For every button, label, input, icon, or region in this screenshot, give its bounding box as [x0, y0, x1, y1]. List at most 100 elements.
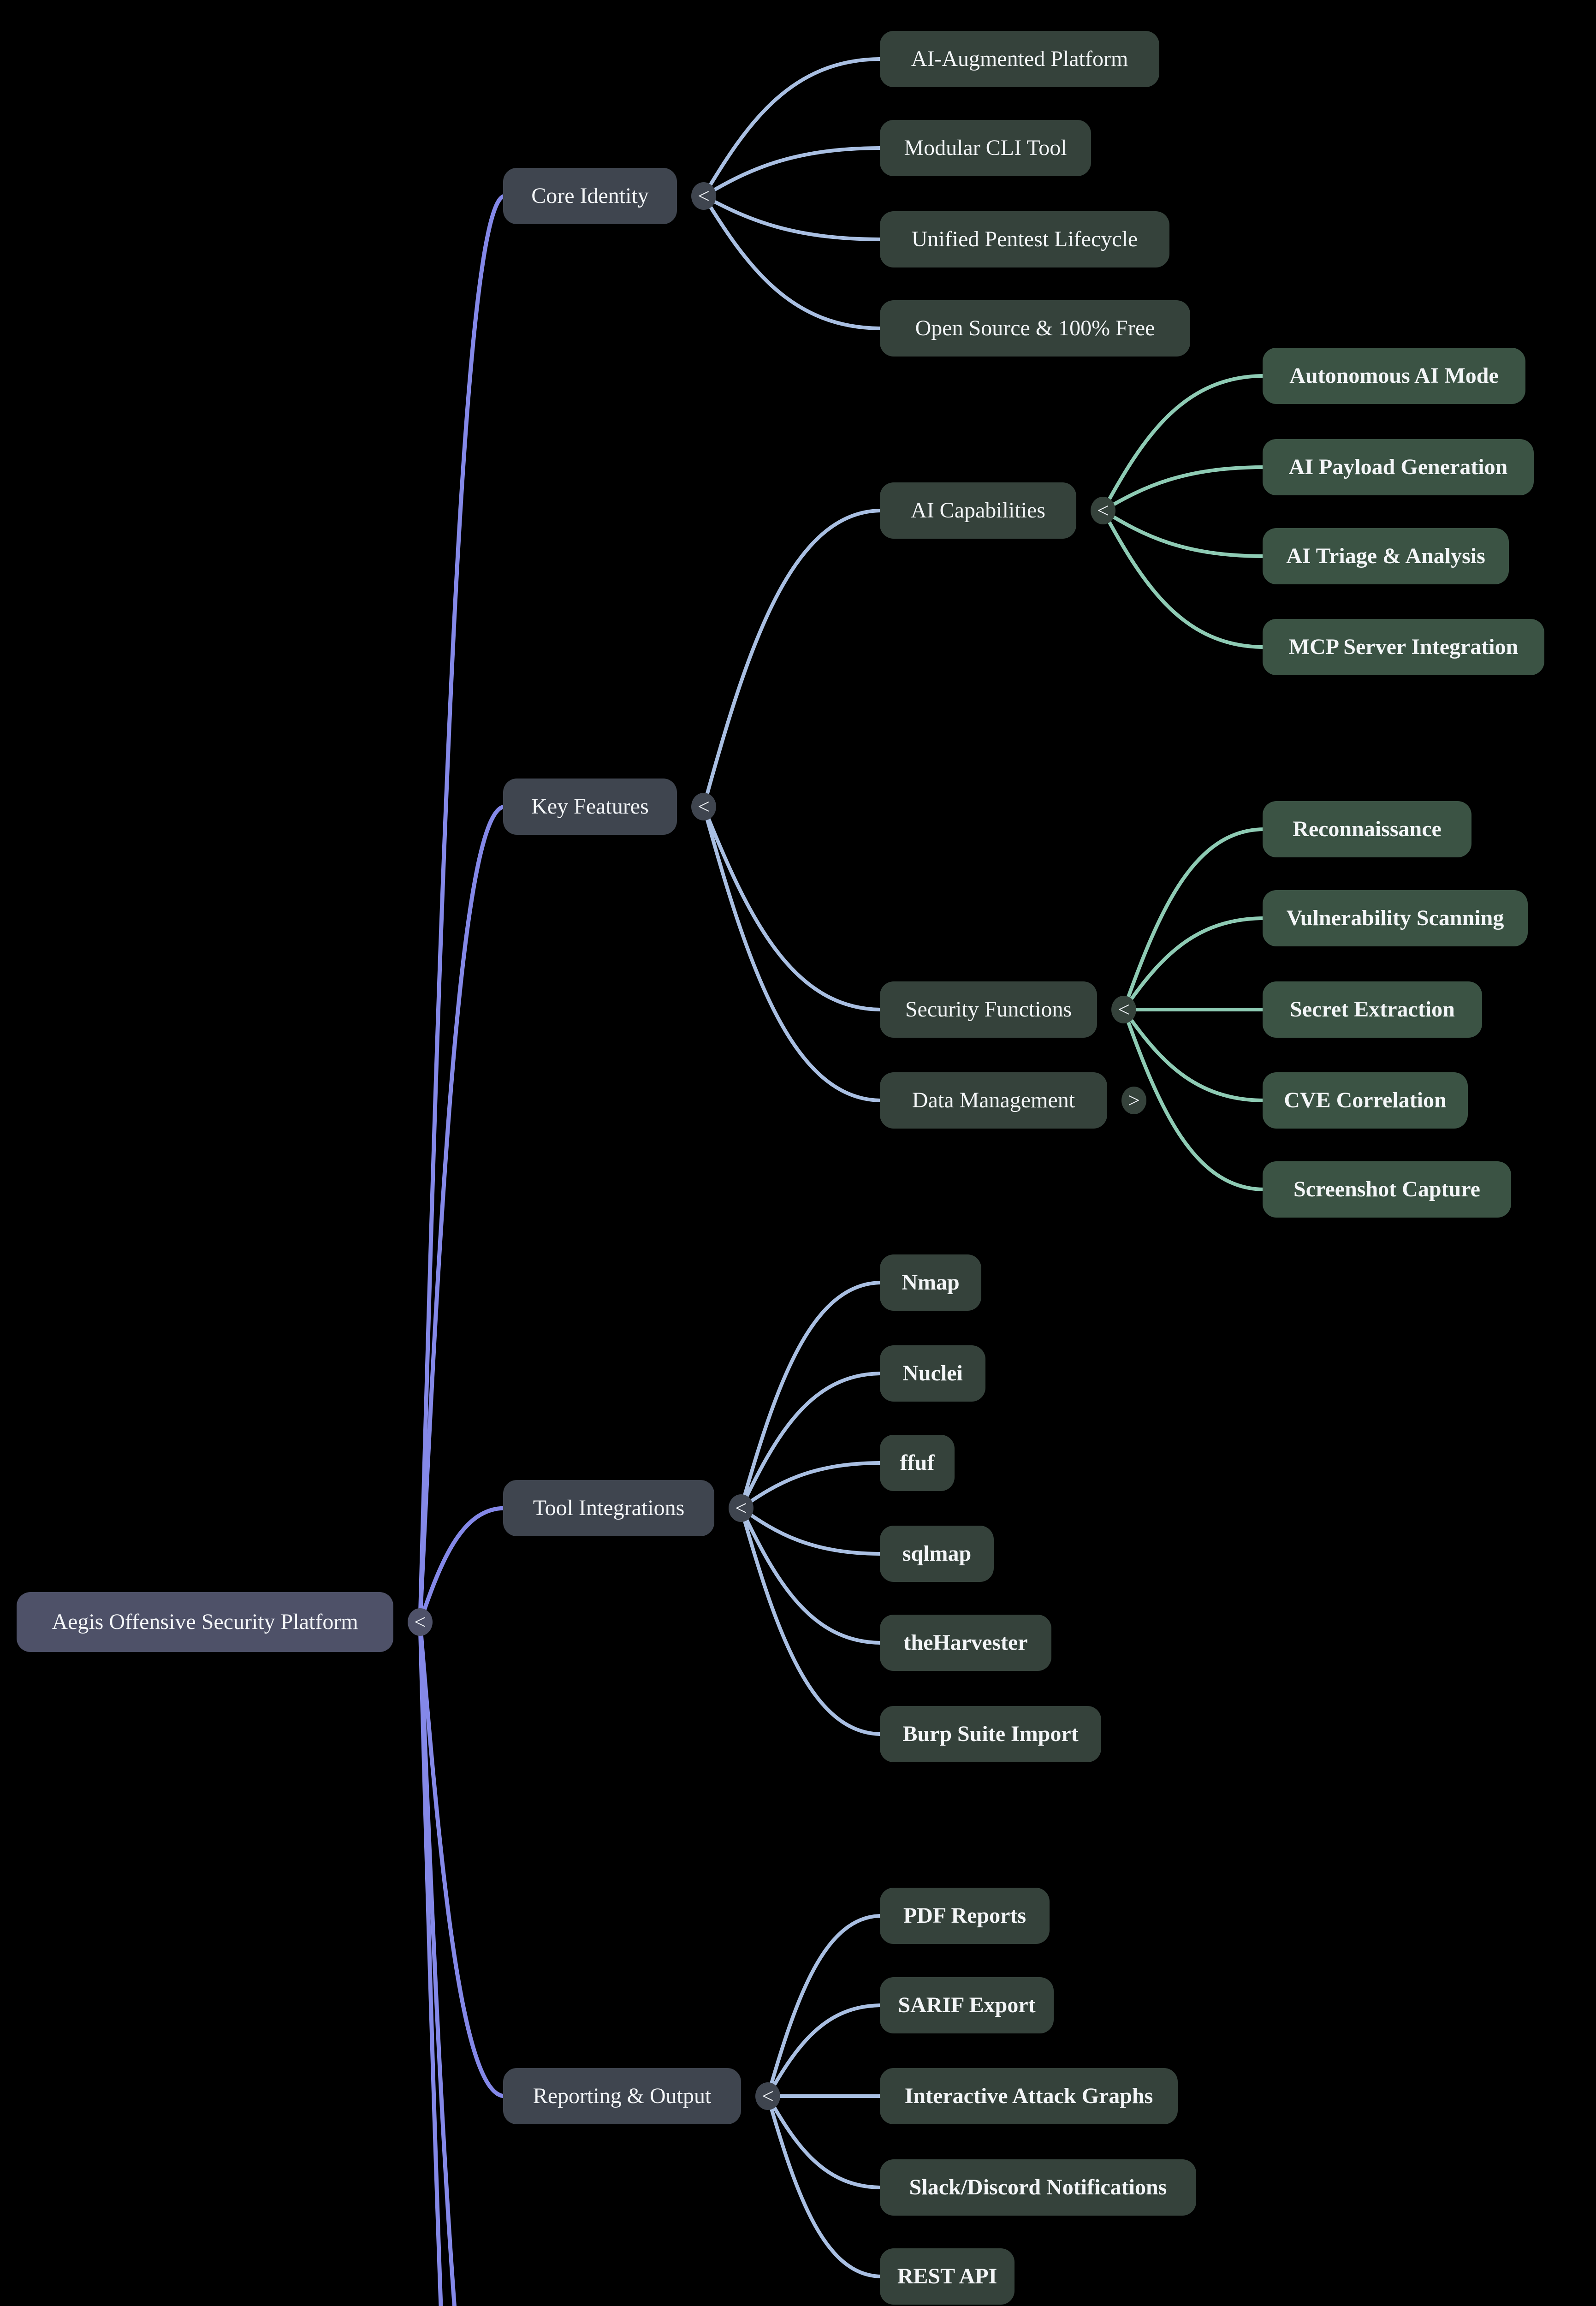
mindmap-node-open_source_free[interactable]: Open Source & 100% Free [880, 300, 1190, 357]
mindmap-link-reporting_output-to-sarif_export [766, 2003, 884, 2098]
collapse-toggle-icon[interactable]: < [755, 2082, 780, 2110]
mindmap-link-root-to-tool_integrations [418, 1506, 507, 1624]
mindmap-link-ai_capabilities-to-mcp_server_integration [1101, 509, 1266, 649]
mindmap-node-label: SARIF Export [898, 1993, 1036, 2017]
mindmap-node-label: Slack/Discord Notifications [909, 2175, 1167, 2199]
mindmap-node-secret_extraction[interactable]: Secret Extraction [1263, 981, 1482, 1038]
mindmap-node-label: PDF Reports [903, 1903, 1026, 1928]
collapse-toggle-icon[interactable]: < [1111, 996, 1136, 1023]
toggle-glyph: < [698, 184, 710, 208]
mindmap-node-reconnaissance[interactable]: Reconnaissance [1263, 801, 1471, 857]
mindmap-link-root-to-core_identity [418, 194, 507, 1624]
toggle-glyph: < [1097, 499, 1109, 522]
mindmap-node-interactive_attack_graphs[interactable]: Interactive Attack Graphs [880, 2068, 1178, 2124]
toggle-glyph: > [1128, 1088, 1140, 1112]
mindmap-node-ai_payload_generation[interactable]: AI Payload Generation [1263, 439, 1534, 495]
toggle-glyph: < [698, 795, 710, 818]
mindmap-node-theharvester[interactable]: theHarvester [880, 1615, 1051, 1671]
mindmap-node-label: MCP Server Integration [1288, 635, 1519, 659]
mindmap-link-tool_integrations-to-theharvester [739, 1506, 884, 1645]
mindmap-node-data_management[interactable]: Data Management [880, 1072, 1107, 1129]
mindmap-node-label: AI-Augmented Platform [911, 47, 1128, 71]
mindmap-node-label: Burp Suite Import [902, 1722, 1079, 1746]
mindmap-node-label: Secret Extraction [1290, 997, 1455, 1022]
collapse-toggle-icon[interactable]: < [1091, 497, 1115, 524]
mindmap-link-key_features-to-data_management [702, 805, 884, 1102]
mindmap-node-key_features[interactable]: Key Features [503, 779, 677, 835]
mindmap-link-security_functions-to-screenshot_capture [1122, 1008, 1266, 1191]
collapse-toggle-icon[interactable]: < [691, 182, 716, 210]
mindmap-node-label: Core Identity [531, 184, 649, 208]
mindmap-node-label: theHarvester [903, 1630, 1028, 1655]
mindmap-link-tool_integrations-to-ffuf [739, 1461, 884, 1510]
mindmap-node-label: Interactive Attack Graphs [904, 2084, 1153, 2108]
mindmap-node-tool_integrations[interactable]: Tool Integrations [503, 1480, 714, 1536]
mindmap-link-tool_integrations-to-burp_suite_import [739, 1506, 884, 1736]
mindmap-node-label: Tool Integrations [533, 1496, 685, 1520]
mindmap-link-security_functions-to-reconnaissance [1122, 827, 1266, 1011]
mindmap-link-core_identity-to-unified_pentest_lifecycle [702, 194, 884, 241]
mindmap-node-label: Vulnerability Scanning [1286, 906, 1504, 930]
mindmap-node-label: Security Functions [905, 997, 1072, 1022]
mindmap-node-mcp_server_integration[interactable]: MCP Server Integration [1263, 619, 1544, 675]
mindmap-node-ai_triage_analysis[interactable]: AI Triage & Analysis [1263, 528, 1509, 584]
mindmap-node-label: Nuclei [902, 1361, 963, 1385]
mindmap-link-core_identity-to-ai_augmented_platform [702, 57, 884, 198]
mindmap-link-core_identity-to-modular_cli_tool [702, 146, 884, 198]
mindmap-node-autonomous_ai_mode[interactable]: Autonomous AI Mode [1263, 348, 1525, 404]
mindmap-node-label: REST API [897, 2264, 997, 2288]
mindmap-node-label: Reconnaissance [1293, 817, 1442, 841]
expand-toggle-icon[interactable]: > [1121, 1087, 1146, 1114]
mindmap-node-label: Modular CLI Tool [904, 136, 1067, 160]
mindmap-link-root-to-future_roadmap [418, 1620, 443, 2306]
mindmap-node-nmap[interactable]: Nmap [880, 1254, 981, 1311]
mindmap-link-root-to-reporting_output [418, 1620, 507, 2098]
toggle-glyph: < [762, 2084, 774, 2108]
toggle-glyph: < [735, 1496, 747, 1520]
mindmap-link-key_features-to-security_functions [702, 805, 884, 1011]
mindmap-node-unified_pentest_lifecycle[interactable]: Unified Pentest Lifecycle [880, 211, 1169, 267]
collapse-toggle-icon[interactable]: < [729, 1494, 754, 1522]
mindmap-node-sqlmap[interactable]: sqlmap [880, 1526, 994, 1582]
mindmap-link-reporting_output-to-slack_discord_notifications [766, 2094, 884, 2189]
mindmap-node-nuclei[interactable]: Nuclei [880, 1345, 985, 1402]
mindmap-node-burp_suite_import[interactable]: Burp Suite Import [880, 1706, 1101, 1762]
mindmap-node-rest_api[interactable]: REST API [880, 2248, 1015, 2305]
mindmap-node-label: Data Management [912, 1088, 1075, 1112]
mindmap-node-label: AI Payload Generation [1288, 455, 1508, 479]
mindmap-node-label: Reporting & Output [533, 2084, 712, 2108]
mindmap-node-label: Screenshot Capture [1293, 1177, 1480, 1201]
mindmap-node-screenshot_capture[interactable]: Screenshot Capture [1263, 1161, 1511, 1218]
mindmap-link-core_identity-to-open_source_free [702, 194, 884, 330]
mindmap-node-security_functions[interactable]: Security Functions [880, 981, 1097, 1038]
collapse-toggle-icon[interactable]: < [408, 1608, 433, 1636]
mindmap-link-security_functions-to-vulnerability_scanning [1122, 916, 1266, 1011]
mindmap-node-label: ffuf [900, 1450, 935, 1475]
mindmap-node-modular_cli_tool[interactable]: Modular CLI Tool [880, 120, 1091, 176]
mindmap-node-ai_augmented_platform[interactable]: AI-Augmented Platform [880, 31, 1159, 87]
mindmap-node-label: Key Features [531, 794, 649, 819]
mindmap-node-cve_correlation[interactable]: CVE Correlation [1263, 1072, 1468, 1129]
mindmap-link-security_functions-to-cve_correlation [1122, 1008, 1266, 1102]
mindmap-node-ffuf[interactable]: ffuf [880, 1435, 955, 1491]
mindmap-node-root[interactable]: Aegis Offensive Security Platform [17, 1592, 393, 1652]
mindmap-link-root-to-technical_architecture [418, 1620, 457, 2306]
mindmap-node-label: CVE Correlation [1284, 1088, 1447, 1112]
mindmap-node-pdf_reports[interactable]: PDF Reports [880, 1888, 1050, 1944]
mindmap-node-sarif_export[interactable]: SARIF Export [880, 1977, 1054, 2033]
mindmap-link-reporting_output-to-rest_api [766, 2094, 884, 2278]
mindmap-node-label: Open Source & 100% Free [915, 316, 1155, 340]
mindmap-node-vulnerability_scanning[interactable]: Vulnerability Scanning [1263, 890, 1528, 946]
collapse-toggle-icon[interactable]: < [691, 793, 716, 820]
mindmap-node-reporting_output[interactable]: Reporting & Output [503, 2068, 741, 2124]
mindmap-node-label: Nmap [902, 1270, 960, 1295]
mindmap-node-ai_capabilities[interactable]: AI Capabilities [880, 482, 1076, 539]
mindmap-node-label: Autonomous AI Mode [1289, 363, 1499, 388]
mindmap-link-root-to-key_features [418, 804, 507, 1624]
mindmap-link-tool_integrations-to-nuclei [739, 1372, 884, 1510]
mindmap-node-core_identity[interactable]: Core Identity [503, 168, 677, 224]
mindmap-node-slack_discord_notifications[interactable]: Slack/Discord Notifications [880, 2159, 1196, 2216]
